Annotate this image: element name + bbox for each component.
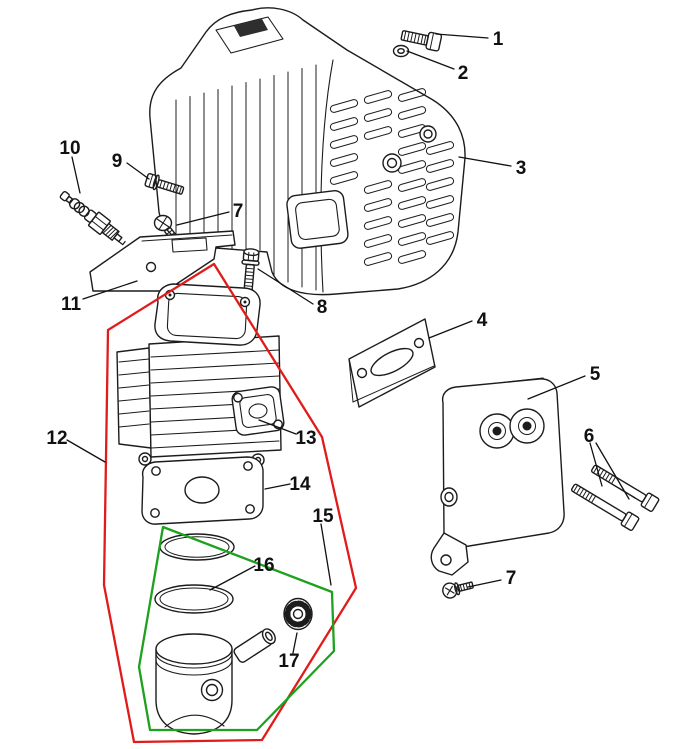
leader-line-15 <box>320 523 332 586</box>
leader-line-5 <box>527 375 586 400</box>
part-piston-rings <box>154 533 235 614</box>
part-bolts <box>568 460 661 532</box>
callout-labels: 1 2 3 4 5 6 7 7 8 9 10 11 12 13 14 15 16… <box>46 29 600 672</box>
part-muffler <box>430 377 565 576</box>
leader-line-9 <box>126 162 150 180</box>
leader-line-6b <box>595 442 630 500</box>
leader-line-7b <box>467 579 502 588</box>
part-cylinder <box>116 283 285 467</box>
leader-line-12 <box>66 439 106 463</box>
leader-line-14 <box>264 483 291 490</box>
part-screw-7-lower <box>442 581 474 599</box>
assembly-outline-red <box>102 262 358 744</box>
leader-lines <box>66 33 630 654</box>
callout-5: 5 <box>590 364 601 385</box>
cover-ribs <box>175 64 317 291</box>
leader-line-8 <box>257 268 314 305</box>
leader-line-11 <box>82 280 138 300</box>
leader-line-6a <box>589 442 603 487</box>
callout-2: 2 <box>458 63 469 84</box>
part-screw-7-upper <box>153 214 180 244</box>
leader-line-7a <box>176 211 230 226</box>
part-screw-1 <box>400 30 443 52</box>
callout-12: 12 <box>46 428 67 449</box>
part-cylinder-gasket <box>141 456 264 525</box>
callout-7-upper: 7 <box>233 201 244 222</box>
part-screw-9 <box>144 173 185 195</box>
part-washer-2 <box>392 44 410 58</box>
assembly-outline-green <box>137 525 336 732</box>
leader-line-13 <box>258 419 297 435</box>
callout-16: 16 <box>253 555 274 576</box>
callout-11: 11 <box>61 294 82 315</box>
callout-3: 3 <box>516 158 527 179</box>
callout-10: 10 <box>59 138 80 159</box>
leader-line-3 <box>458 156 512 167</box>
part-piston <box>155 633 233 735</box>
callout-15: 15 <box>312 506 334 527</box>
leader-line-10 <box>71 156 81 194</box>
leader-line-1 <box>435 33 489 39</box>
part-muffler-gasket <box>348 318 436 408</box>
part-screw-8 <box>241 248 260 300</box>
callout-13: 13 <box>295 428 316 449</box>
leader-line-4 <box>428 320 473 339</box>
part-wrist-pin <box>233 628 276 663</box>
part-spark-plug <box>59 190 126 246</box>
exhaust-flange <box>231 386 285 436</box>
leader-line-17 <box>292 632 298 654</box>
callout-1: 1 <box>493 29 504 50</box>
callout-14: 14 <box>289 474 311 495</box>
leader-line-2 <box>406 50 455 70</box>
callout-17: 17 <box>278 651 299 672</box>
part-needle-bearing <box>283 597 313 631</box>
callout-7-lower: 7 <box>506 568 517 589</box>
part-shield-plate <box>89 230 236 292</box>
callout-9: 9 <box>112 151 123 172</box>
leader-line-16 <box>209 565 256 591</box>
part-engine-cover <box>149 7 466 296</box>
callout-6: 6 <box>584 426 595 447</box>
callout-4: 4 <box>477 310 488 331</box>
callout-8: 8 <box>317 297 328 318</box>
